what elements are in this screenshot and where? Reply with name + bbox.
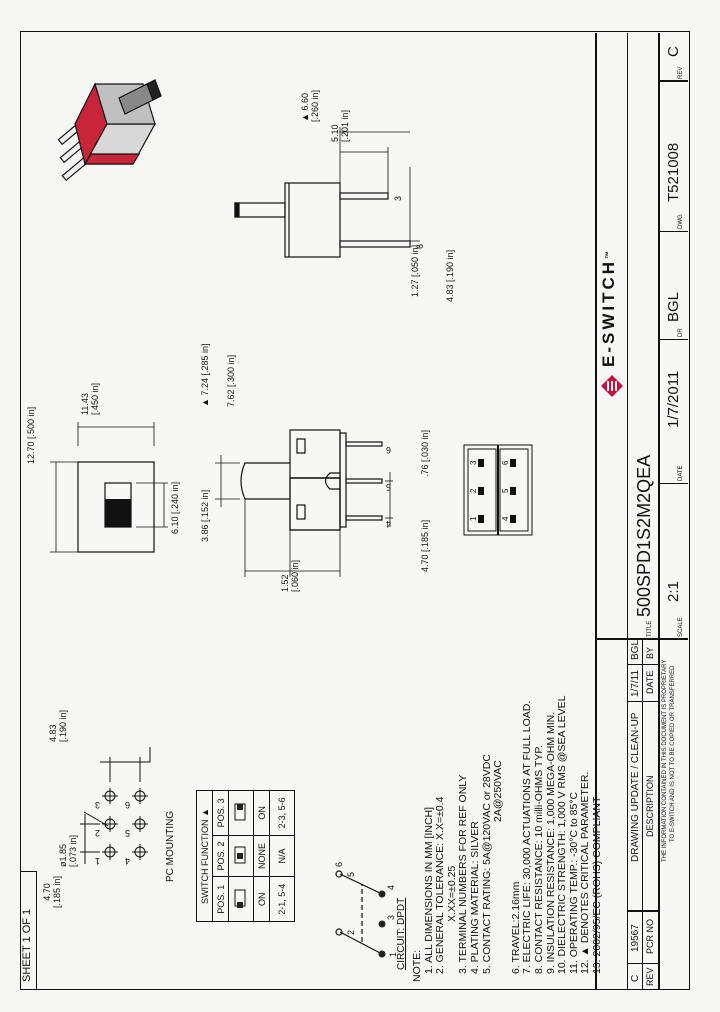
circuit-diagram: 1 2 3 4 56 [334, 862, 398, 958]
pos2-diagram [228, 835, 254, 877]
title-label: TITLE [647, 620, 653, 637]
svg-text:6: 6 [415, 244, 425, 249]
scale-label: SCALE [678, 617, 684, 637]
front-standoff: 1.52[.060 in] [280, 559, 300, 592]
switch-function-title: SWITCH FUNCTION ▲ [196, 790, 213, 922]
note-item: 2. GENERAL TOLERANCE: X.X=±0.4 [434, 796, 447, 974]
svg-text:1: 1 [95, 856, 100, 866]
svg-text:3: 3 [386, 915, 396, 920]
front-actuator-len: ▲ 7.24 [.285 in] [200, 343, 210, 407]
front-body-h: 7.62 [.300 in] [226, 354, 236, 407]
svg-text:3: 3 [469, 460, 478, 465]
pc-hole-dia: ø1.85[.073 in] [58, 834, 78, 867]
brand-name: E-SWITCH™ [599, 247, 618, 367]
rev-row-description: DRAWING UPDATE / CLEAN-UP [630, 712, 641, 862]
side-pin-len-b: 5.10[.201 in] [330, 109, 350, 142]
sheet-number: SHEET 1 OF 1 [21, 908, 33, 982]
side-pin-len-a: ▲ 6.60[.260 in] [300, 89, 320, 122]
pc-pitch-x: 4.70[.185 in] [42, 875, 62, 908]
rev-row-by: BGL [630, 639, 641, 660]
bottom-view-drawing: 1 2 3 4 5 6 [463, 444, 533, 536]
notes-heading: NOTE: [411, 949, 423, 982]
top-width-dim: 12.70 [.500 in] [26, 406, 36, 464]
svg-text:2: 2 [469, 488, 478, 493]
pc-mounting-label: PC MOUNTING [165, 810, 176, 882]
rev-value: C [665, 46, 682, 57]
svg-text:6: 6 [125, 800, 130, 810]
state: NONE [253, 835, 270, 877]
top-slot-dim: 6.10 [.240 in] [170, 481, 180, 534]
state: ON [253, 790, 270, 836]
svg-text:5: 5 [386, 482, 391, 492]
side-pin-pitch: 4.83 [.190 in] [445, 249, 455, 302]
pos1-diagram [228, 876, 254, 922]
top-view-drawing [50, 422, 168, 553]
disclaimer-line-2: TO E-SWITCH AND IS NOT TO BE COPIED OR T… [670, 665, 676, 842]
pos-header: POS. 3 [212, 790, 229, 836]
pos-header: POS. 2 [212, 835, 229, 877]
front-pin-pitch: 4.70 [.185 in] [420, 519, 430, 572]
front-pin-w: .76 [.030 in] [420, 429, 430, 477]
svg-text:6: 6 [334, 862, 344, 867]
rev-row-date: 1/7/11 [630, 669, 641, 697]
notes-block: NOTE: 1. ALL DIMENSIONS IN MM [INCH] 2. … [411, 695, 604, 982]
svg-text:5: 5 [346, 872, 356, 877]
rev-header-date: DATE [645, 670, 655, 694]
svg-text:4: 4 [125, 856, 130, 866]
front-view-profile: 4 5 6 [185, 337, 395, 607]
svg-text:4: 4 [501, 516, 510, 521]
connection: 2-3, 5-6 [269, 790, 295, 836]
e-switch-logo-icon [601, 375, 623, 397]
pc-pitch-y: 4.83[.190 in] [48, 709, 68, 742]
svg-text:4: 4 [386, 519, 391, 529]
rev-header-description: DESCRIPTION [645, 775, 655, 837]
rev-label: REV [678, 66, 684, 79]
state: ON [253, 876, 270, 922]
rev-row-rev: C [630, 974, 641, 982]
svg-text:6: 6 [501, 460, 510, 465]
note-item: 5. CONTACT RATING: 5A@120VAC or 28VDC [480, 754, 493, 974]
date-value: 1/7/2011 [665, 370, 682, 428]
switch-function-table: SWITCH FUNCTION ▲ POS. 1 POS. 2 POS. 3 O… [196, 790, 295, 922]
connection: 2-1, 5-4 [269, 876, 295, 922]
dr-label: DR [678, 328, 684, 337]
rev-header-rev: REV [645, 967, 655, 986]
svg-text:2: 2 [95, 828, 100, 838]
note-item: 4. PLATING MATERIAL: SILVER [468, 821, 481, 974]
dr-value: BGL [665, 291, 682, 322]
top-depth-dim: 11.43[.450 in] [80, 382, 100, 415]
pc-mounting-diagram: 1 2 3 4 5 6 [80, 747, 151, 866]
connection: N/A [269, 835, 295, 877]
svg-text:5: 5 [125, 828, 130, 838]
svg-text:2: 2 [346, 930, 356, 935]
rev-header-by: BY [645, 646, 655, 659]
date-label: DATE [678, 465, 684, 481]
svg-text:4: 4 [386, 885, 396, 890]
svg-text:3: 3 [95, 800, 100, 810]
svg-text:3: 3 [393, 196, 403, 201]
side-pin-w: 1.27 [.050 in] [410, 244, 420, 297]
scale-value: 2:1 [665, 581, 682, 602]
side-view-drawing: 63 [234, 127, 425, 258]
dwg-value: T521008 [665, 142, 682, 202]
note-item: 10. DIELECTRIC STRENGTH: 1,000 V RMS @SE… [556, 695, 569, 974]
switch-3d-render [57, 79, 162, 182]
svg-text:6: 6 [386, 445, 391, 455]
note-item: 13. 2002/95/EC (ROHS) COMPLIANT [590, 796, 603, 974]
rev-header-pcr: PCR NO [645, 918, 655, 954]
svg-text:5: 5 [501, 488, 510, 493]
disclaimer-line-1: THE INFORMATION CONTAINED IN THIS DOCUME… [662, 659, 668, 862]
pos3-diagram [228, 790, 254, 836]
circuit-label: CIRCUIT: DPDT [396, 897, 407, 970]
rev-row-pcr: 19567 [630, 924, 641, 952]
part-number-title: 500SPD1S2M2QEA [634, 454, 654, 617]
note-item: 8. CONTACT RESISTANCE: 10 milli-OHMS TYP… [532, 745, 545, 974]
note-item: 2A@250VAC [492, 760, 505, 822]
dwg-label: DWG [678, 214, 684, 229]
svg-text:1: 1 [469, 516, 478, 521]
front-actuator-h: 3.86 [.152 in] [200, 489, 210, 542]
pos-header: POS. 1 [212, 876, 229, 922]
svg-text:1: 1 [388, 952, 398, 957]
